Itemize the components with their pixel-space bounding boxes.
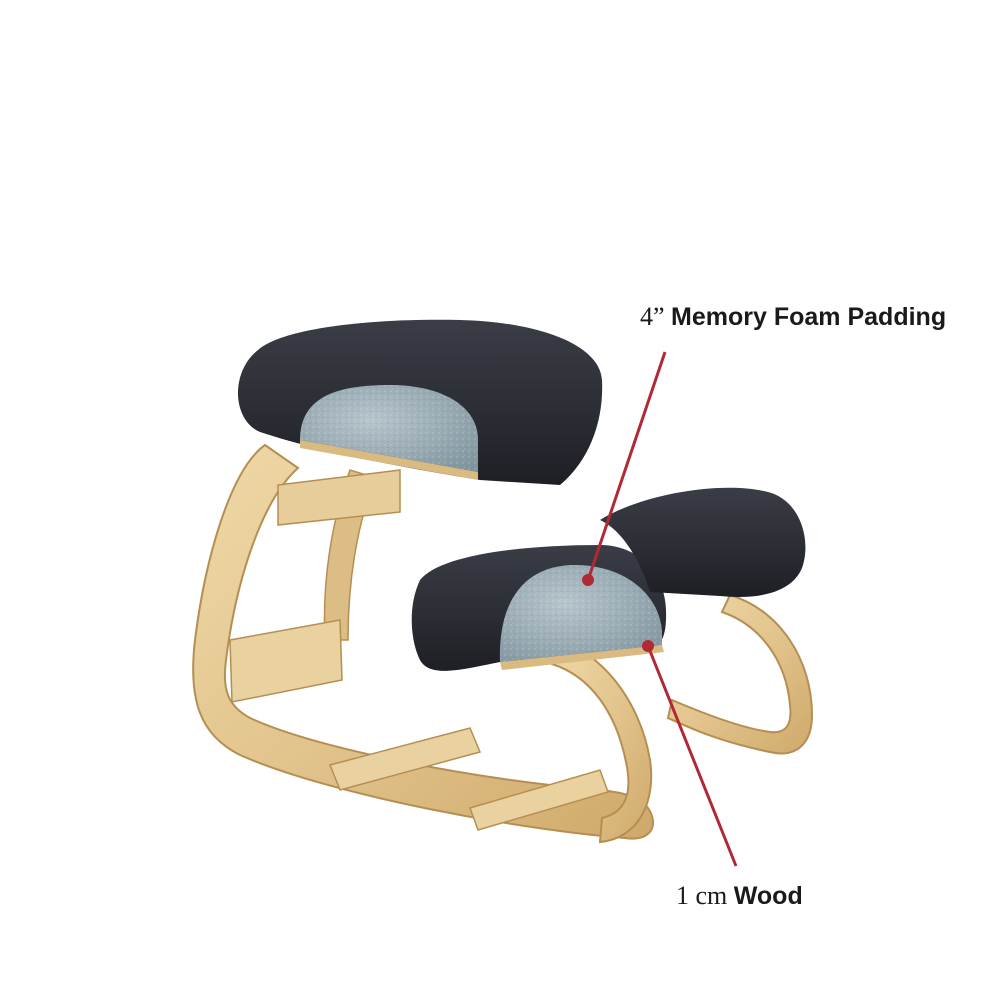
foam-measure: 4” bbox=[640, 302, 665, 331]
knee-cushion bbox=[411, 487, 806, 671]
foam-callout-pointer bbox=[582, 351, 667, 586]
wood-label: Wood bbox=[733, 882, 803, 910]
wood-measure: 1 cm bbox=[676, 881, 728, 910]
seat-cushion bbox=[237, 319, 603, 485]
foam-label: Memory Foam Padding bbox=[671, 303, 947, 331]
foam-callout-label: 4” Memory Foam Padding bbox=[640, 304, 946, 330]
wood-callout-pointer bbox=[642, 640, 738, 867]
wood-crossbars bbox=[229, 469, 609, 831]
wood-callout-label: 1 cm Wood bbox=[676, 883, 803, 909]
